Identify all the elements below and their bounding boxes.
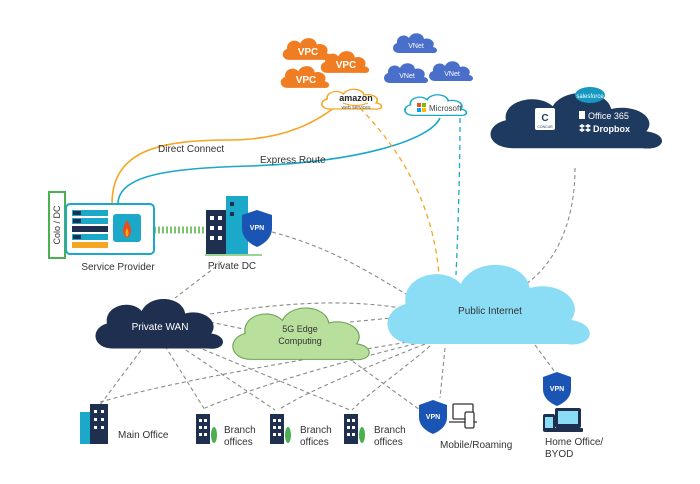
wan-internet-link [209, 302, 413, 315]
edge-label-line2: Computing [278, 336, 322, 346]
internet-branch1-link [204, 341, 423, 409]
service-provider-box [65, 203, 155, 255]
vpc-label: VPC [298, 47, 319, 58]
branch-label-line2: offices [224, 437, 253, 448]
mobile-devices-icon [449, 403, 477, 429]
internet-branch2-link [277, 343, 426, 411]
vpc-label: VPC [336, 60, 357, 71]
direct-connect-link [111, 99, 346, 205]
edge-mobile-link [329, 344, 421, 411]
aws-internet-link [359, 107, 441, 301]
branch-label-line1: Branch [300, 425, 332, 436]
office365-logo-icon: Office 365 [579, 111, 629, 121]
vnet-label: VNet [444, 71, 460, 78]
vpn-shield-icon: VPN [543, 372, 571, 406]
amazon-cloud: amazon web services [320, 88, 383, 111]
public-internet-label: Public Internet [458, 306, 522, 317]
vnet-label: VNet [399, 73, 415, 80]
firewall-icon [113, 214, 141, 242]
mobile-roaming-label: Mobile/Roaming [440, 440, 512, 451]
branch-building-icon [196, 414, 217, 444]
dc-internet-link [271, 231, 421, 303]
dropbox-logo-icon: Dropbox [579, 124, 630, 134]
saas-cloud: salesforce C CONCUR Office 365 Dropbox [490, 87, 663, 149]
svg-text:VPN: VPN [250, 225, 264, 232]
main-office-building-icon [80, 404, 108, 444]
wan-branch3-link [189, 343, 351, 411]
internet-home-link [534, 344, 556, 373]
concur-logo-icon: C CONCUR [535, 108, 555, 130]
home-office-label-line1: Home Office/ [545, 437, 603, 448]
svg-text:C: C [541, 113, 548, 124]
internet-mobile-link [439, 347, 446, 399]
azure-internet-link [455, 117, 461, 276]
microsoft-logo-icon [417, 103, 426, 112]
azure-vnet-clouds: VNet VNet VNet [384, 33, 474, 84]
saas-internet-link [519, 167, 576, 289]
colo-dc-box: Colo / DC [48, 191, 66, 259]
private-wan-label: Private WAN [132, 322, 189, 333]
vpn-shield-icon: VPN [419, 400, 447, 434]
svg-text:CONCUR: CONCUR [537, 125, 553, 129]
edge-label-line1: 5G Edge [282, 324, 318, 334]
svg-text:Dropbox: Dropbox [593, 124, 630, 134]
home-devices-icon [543, 408, 583, 432]
wan-branch2-link [179, 345, 276, 411]
dc-wan-link [174, 261, 223, 299]
aws-vpc-clouds: VPC VPC VPC [280, 38, 370, 89]
home-office-label-line2: BYOD [545, 449, 573, 460]
microsoft-cloud: Microsoft [404, 93, 468, 117]
private-dc-label: Private DC [208, 261, 256, 272]
salesforce-logo-icon: salesforce [575, 87, 605, 103]
microsoft-logo-text: Microsoft [429, 104, 462, 113]
express-route-label: Express Route [260, 155, 326, 166]
private-dc-building-icon [206, 196, 248, 254]
branch-label-line2: offices [374, 437, 403, 448]
direct-connect-label: Direct Connect [158, 144, 224, 155]
amazon-logo-subtext: web services [342, 105, 371, 111]
wan-branch1-link [164, 345, 206, 411]
svg-text:VPN: VPN [550, 386, 564, 393]
internet-mainoffice-link [99, 339, 421, 403]
branch-building-icon [344, 414, 365, 444]
branch-building-icon [270, 414, 291, 444]
wan-mainoffice-link [99, 344, 146, 406]
main-office-label: Main Office [118, 430, 169, 441]
internet-branch3-link [351, 345, 431, 411]
vpn-shield-icon: VPN [242, 210, 272, 247]
vnet-label: VNet [408, 43, 424, 50]
amazon-smile-icon [342, 102, 369, 107]
branch-label-line2: offices [300, 437, 329, 448]
amazon-logo-text: amazon [339, 93, 373, 103]
svg-text:VPN: VPN [426, 414, 440, 421]
public-internet-cloud [387, 264, 590, 345]
colo-dc-label: Colo / DC [52, 205, 62, 245]
svg-text:Office 365: Office 365 [588, 111, 629, 121]
branch-label-line1: Branch [374, 425, 406, 436]
svg-text:salesforce: salesforce [576, 94, 604, 100]
service-provider-label: Service Provider [81, 262, 155, 273]
branch-label-line1: Branch [224, 425, 256, 436]
server-rack-icon [72, 210, 108, 248]
vpc-label: VPC [296, 75, 317, 86]
wan-edge-link [209, 321, 259, 333]
express-route-link [117, 117, 441, 205]
